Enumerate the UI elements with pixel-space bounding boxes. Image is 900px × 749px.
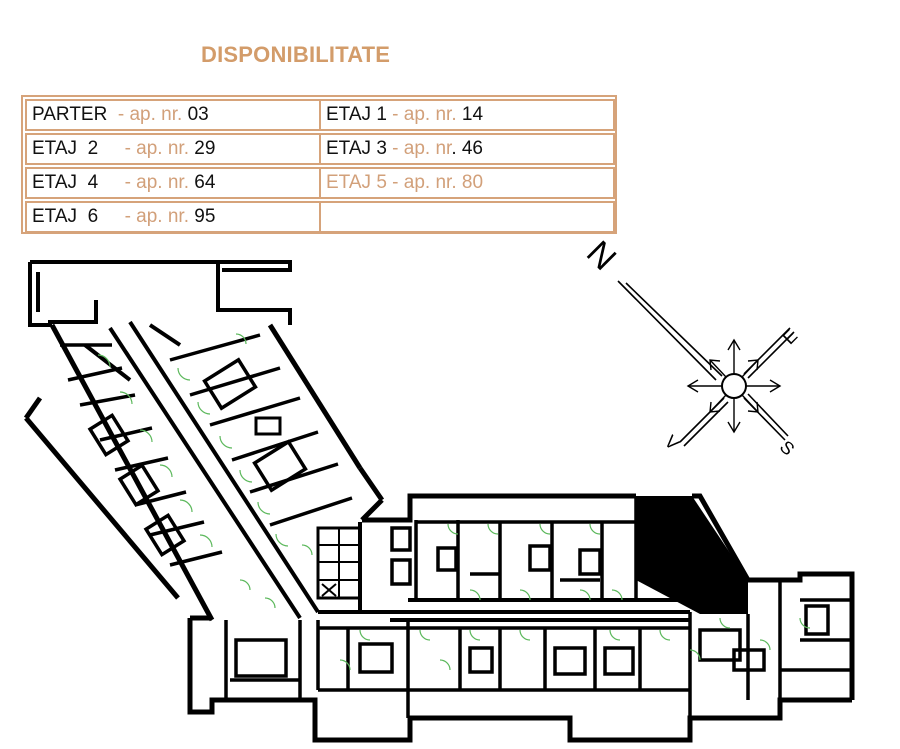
apartment-prefix: - ap. nr. xyxy=(107,104,188,125)
compass-north-label: N xyxy=(579,234,623,278)
availability-cell-etaj-1[interactable]: ETAJ 1 - ap. nr. 14 xyxy=(319,99,615,131)
compass-south-label: S xyxy=(776,437,799,460)
floor-label: ETAJ 2 xyxy=(32,138,99,159)
apartment-prefix: - ap. nr. xyxy=(98,206,195,227)
apartment-number: 29 xyxy=(194,138,216,159)
floor-label: ETAJ 5 xyxy=(326,172,387,193)
availability-cell-etaj-2[interactable]: ETAJ 2 - ap. nr. 29 xyxy=(25,133,321,165)
apartment-prefix: - ap. nr. xyxy=(98,138,195,159)
availability-cell-etaj-5[interactable]: ETAJ 5 - ap. nr. 80 xyxy=(319,167,615,199)
compass-west-label: V xyxy=(661,431,684,454)
apartment-prefix: - ap. nr. xyxy=(386,172,462,193)
availability-cell-parter[interactable]: PARTER - ap. nr. 03 xyxy=(25,99,321,131)
availability-cell-etaj-3[interactable]: ETAJ 3 - ap. nr. 46 xyxy=(319,133,615,165)
compass-icon xyxy=(617,280,795,447)
apartment-prefix: - ap. nr. xyxy=(98,172,195,193)
availability-table: PARTER - ap. nr. 03 ETAJ 1 - ap. nr. 14 … xyxy=(21,95,617,234)
availability-title: DISPONIBILITATE xyxy=(201,42,391,67)
apartment-number: . 46 xyxy=(451,138,484,159)
floor-label: ETAJ 6 xyxy=(32,206,99,227)
apartment-prefix: - ap. nr. xyxy=(386,104,462,125)
door-swings xyxy=(97,333,811,671)
apartment-number: 95 xyxy=(194,206,216,227)
apartment-number: 80 xyxy=(461,172,484,193)
building-floor-plan xyxy=(23,260,855,743)
floor-label: ETAJ 4 xyxy=(32,172,99,193)
floor-label: ETAJ 1 xyxy=(326,104,387,125)
apartment-number: 64 xyxy=(194,172,216,193)
floor-label: PARTER xyxy=(32,104,108,125)
apartment-number: 14 xyxy=(461,104,484,125)
floor-label: ETAJ 3 xyxy=(326,138,387,159)
apartment-number: 03 xyxy=(187,104,209,125)
availability-cell-etaj-4[interactable]: ETAJ 4 - ap. nr. 64 xyxy=(25,167,321,199)
availability-cell-empty xyxy=(319,201,615,233)
apartment-prefix: - ap. nr xyxy=(386,138,452,159)
